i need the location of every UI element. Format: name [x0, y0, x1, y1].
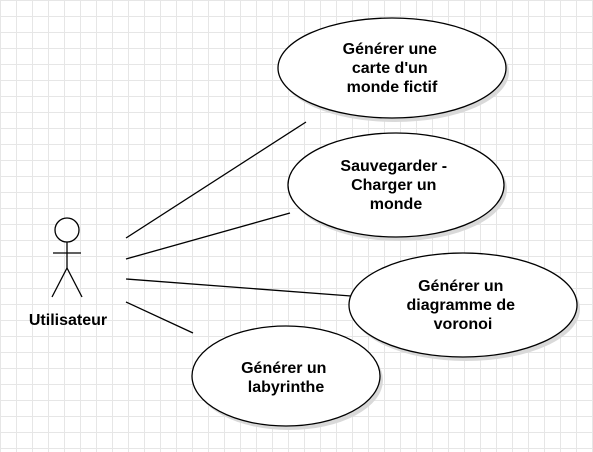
- use-case-label-line: diagramme de: [407, 297, 516, 314]
- use-case-label-line: Sauvegarder -: [340, 158, 447, 175]
- use-case-ellipse: [287, 132, 505, 238]
- use-case-label-line: monde: [370, 196, 423, 213]
- use-case-label-line: Générer un: [418, 278, 503, 295]
- use-case-label-line: monde fictif: [347, 79, 438, 96]
- use-case-ellipse: [191, 325, 381, 427]
- use-case-ellipse: [348, 252, 578, 358]
- use-case-sauvegarder-charger[interactable]: Sauvegarder - Charger un monde: [287, 132, 507, 241]
- actor-right-leg: [66, 267, 83, 298]
- actor-left-leg: [51, 267, 68, 298]
- use-case-labyrinthe[interactable]: Générer un labyrinthe: [191, 325, 383, 430]
- use-case-diagramme-voronoi[interactable]: Générer un diagramme de voronoi: [348, 252, 580, 361]
- use-case-label-line: Générer un: [241, 360, 326, 377]
- use-case-label-line: Générer une: [343, 41, 437, 58]
- association-line-sauvegarder[interactable]: [125, 212, 291, 260]
- use-case-label-line: labyrinthe: [248, 379, 325, 396]
- use-case-ellipse: [277, 17, 507, 119]
- use-case-label: Générer une carte d'un monde fictif: [343, 41, 442, 96]
- use-case-label-line: Charger un: [351, 177, 436, 194]
- actor-head: [54, 217, 80, 243]
- actor-utilisateur[interactable]: Utilisateur: [29, 217, 107, 329]
- use-case-carte-monde-fictif[interactable]: Générer une carte d'un monde fictif: [277, 17, 509, 122]
- association-line-voronoi[interactable]: [125, 278, 352, 297]
- use-case-label-line: carte d'un: [352, 60, 428, 77]
- actor-label: Utilisateur: [29, 312, 107, 329]
- association-line-carte[interactable]: [125, 121, 307, 239]
- use-case-label: Générer un diagramme de voronoi: [407, 278, 520, 333]
- use-case-label: Générer un labyrinthe: [241, 360, 331, 396]
- use-case-label: Sauvegarder - Charger un monde: [340, 158, 451, 213]
- use-case-label-line: voronoi: [434, 316, 493, 333]
- association-line-labyrinthe[interactable]: [125, 301, 194, 334]
